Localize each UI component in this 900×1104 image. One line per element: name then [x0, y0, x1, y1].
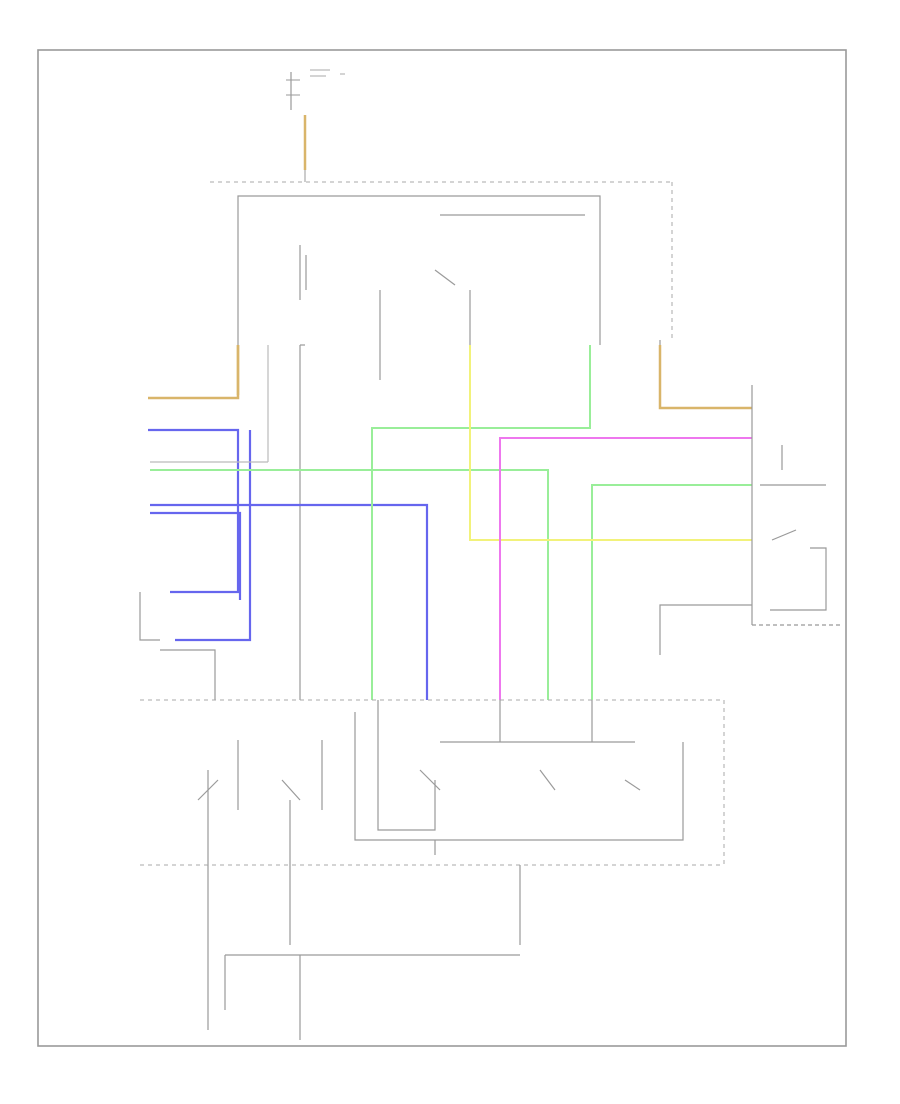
bottom-drops [207, 865, 521, 1040]
top-fuse-block [286, 69, 345, 182]
right-lower-wire [659, 604, 752, 655]
orange-left-wire [148, 345, 240, 400]
left-lower-connector [139, 592, 216, 700]
right-module [751, 385, 840, 626]
lower-switch-block [197, 700, 684, 865]
green-wires [150, 345, 752, 700]
yellow-wire [469, 345, 752, 541]
blue-wires [148, 428, 429, 700]
orange-right-wire [658, 345, 752, 410]
upper-wires [237, 195, 661, 700]
magenta-wire [499, 437, 752, 700]
diagram-frame [37, 49, 847, 1047]
